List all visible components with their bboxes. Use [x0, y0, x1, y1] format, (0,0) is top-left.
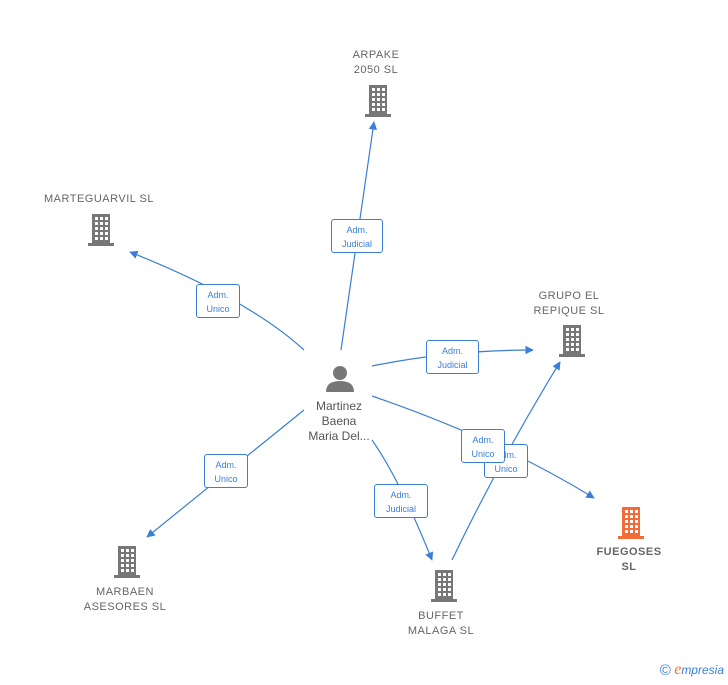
brand-name: mpresia — [681, 663, 724, 677]
company-label-marbaen[interactable]: MARBAEN ASESORES SL — [83, 586, 167, 613]
building-icon-marbaen[interactable] — [114, 546, 140, 578]
building-icon-grupo[interactable] — [559, 325, 585, 357]
company-label-buffet[interactable]: BUFFET MALAGA SL — [407, 610, 475, 637]
company-label-fuegoses[interactable]: FUEGOSES SL — [596, 546, 662, 573]
edge-label-marbaen: Adm. Unico — [204, 454, 248, 488]
company-label-marteguarvil[interactable]: MARTEGUARVIL SL — [44, 193, 154, 205]
edge-label-fuegoses: Adm. Unico — [461, 429, 505, 463]
edge-label-arpake: Adm. Judicial — [331, 219, 383, 253]
person-label[interactable]: Martinez Baena Maria Del... — [308, 399, 370, 443]
company-label-grupo[interactable]: GRUPO EL REPIQUE SL — [533, 290, 605, 317]
building-icon-marteguarvil[interactable] — [88, 214, 114, 246]
edge-label-grupo: Adm. Judicial — [426, 340, 479, 374]
copyright: © empresia — [660, 661, 724, 679]
building-icon-fuegoses[interactable] — [618, 507, 644, 539]
building-icon-buffet[interactable] — [431, 570, 457, 602]
company-label-arpake[interactable]: ARPAKE 2050 SL — [352, 49, 400, 76]
building-icon-arpake[interactable] — [365, 85, 391, 117]
edge-label-marteguarvil: Adm. Unico — [196, 284, 240, 318]
person-icon[interactable] — [326, 366, 354, 392]
copyright-icon: © — [659, 662, 671, 679]
brand-logo-initial: e — [674, 661, 682, 678]
edge-label-buffet: Adm. Judicial — [374, 484, 428, 518]
